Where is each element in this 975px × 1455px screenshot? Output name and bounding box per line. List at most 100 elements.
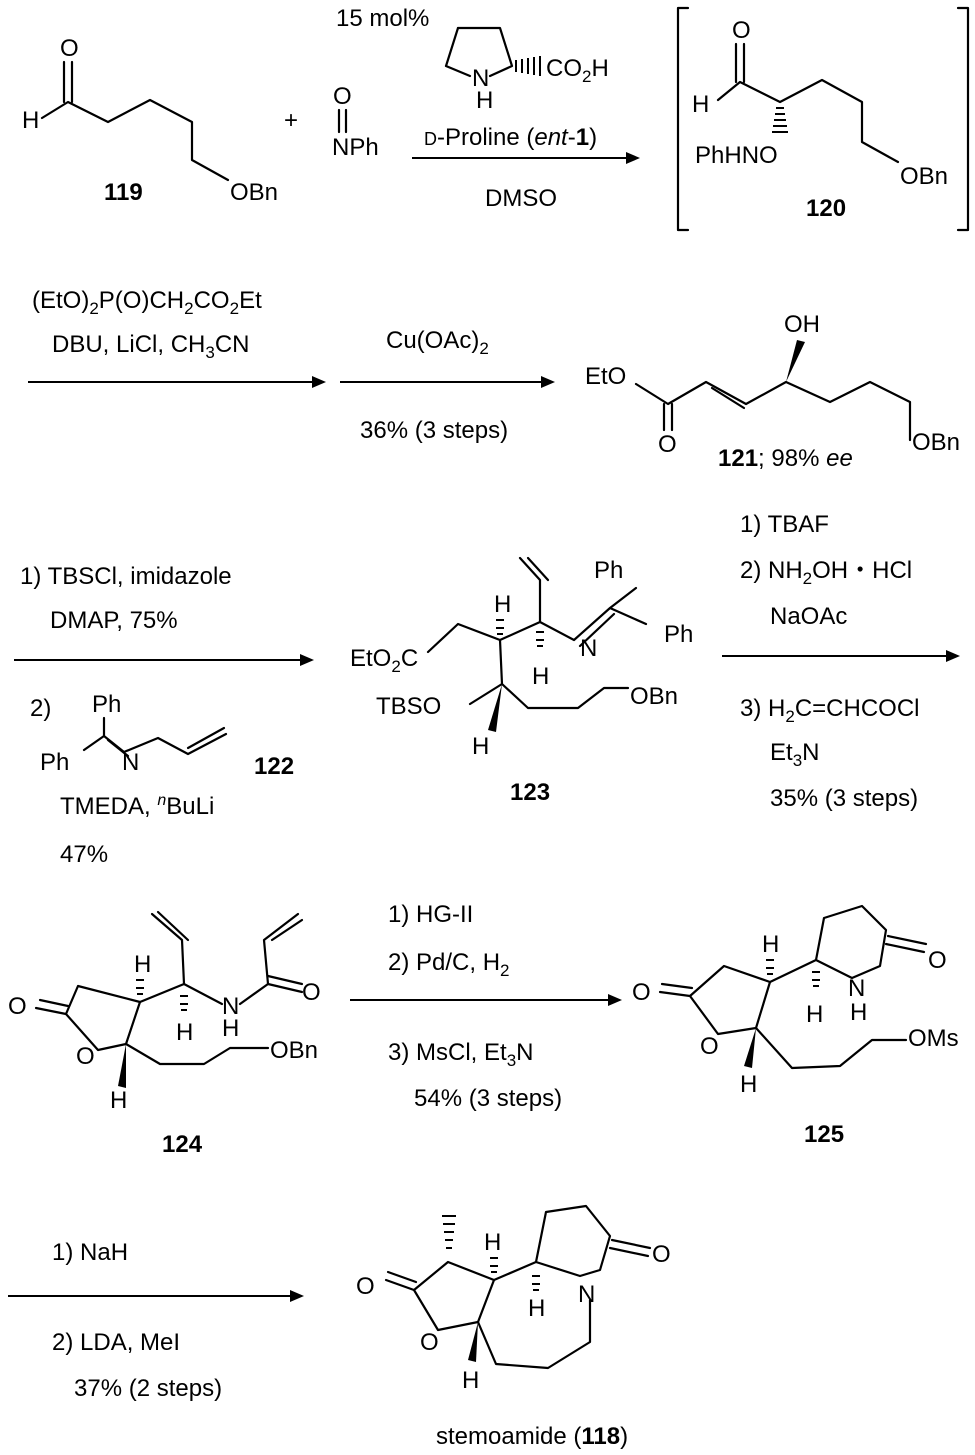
- h-label: H: [762, 931, 779, 958]
- step4-line1: 1) TBAF: [740, 511, 829, 538]
- compound-125: O O O H H H N H OMs 125: [632, 904, 959, 1148]
- step3-line2: DMAP, 75%: [50, 607, 178, 634]
- phenyl-label: Ph: [594, 557, 623, 584]
- imine-n: N: [580, 635, 597, 662]
- nitrosobenzene: O NPh: [332, 83, 379, 161]
- h-label: H: [532, 663, 549, 690]
- phhno-label: PhHNO: [695, 142, 778, 169]
- aldehyde-h: H: [22, 107, 39, 134]
- carbonyl-o: O: [8, 993, 27, 1020]
- carbonyl-o: O: [732, 17, 751, 44]
- h-label: H: [740, 1071, 757, 1098]
- step3-line4: TMEDA, nBuLi: [60, 792, 214, 820]
- step5-line2: 2) Pd/C, H2: [388, 949, 510, 980]
- d-proline-catalyst: 15 mol% CO2H N H: [336, 5, 609, 114]
- step5-line4: 54% (3 steps): [414, 1085, 562, 1112]
- tbso-label: TBSO: [376, 693, 441, 720]
- step2-reagent1: (EtO)2P(O)CH2CO2Et: [32, 287, 262, 318]
- hash-bond: [496, 619, 544, 647]
- h-label: H: [806, 1001, 823, 1028]
- hash-bond: [136, 979, 188, 1011]
- hydroxyl-label: OH: [784, 311, 820, 338]
- step2-yield: 36% (3 steps): [360, 417, 508, 444]
- obn-label: OBn: [230, 179, 278, 206]
- amide-o: O: [302, 979, 321, 1006]
- lactam-n: N: [578, 1281, 595, 1308]
- carbonyl-o: O: [632, 979, 651, 1006]
- oms-label: OMs: [908, 1025, 959, 1052]
- ethoxy-label: EtO: [585, 363, 626, 390]
- lactam-h: H: [850, 999, 867, 1026]
- step6-line3: 37% (2 steps): [74, 1375, 222, 1402]
- lactam-o: O: [652, 1241, 671, 1268]
- step6-line2: 2) LDA, MeI: [52, 1329, 180, 1356]
- carbonyl-o: O: [60, 35, 79, 62]
- step2-reagent3: Cu(OAc)2: [386, 327, 489, 358]
- compound-122-label: 122: [254, 753, 294, 780]
- compound-123: EtO2C TBSO H H H N Ph Ph OBn 123: [350, 556, 693, 806]
- lactam-o: O: [928, 947, 947, 974]
- carbonyl-o: O: [356, 1273, 375, 1300]
- compound-118-stemoamide: O O O N H H H stemoamide (118): [356, 1204, 671, 1450]
- phenyl-label: Ph: [664, 621, 693, 648]
- h-label: H: [110, 1087, 127, 1114]
- step3-line1: 1) TBSCl, imidazole: [20, 563, 232, 590]
- h-label: H: [528, 1295, 545, 1322]
- hash-bond: [766, 959, 820, 987]
- h-label: H: [462, 1367, 479, 1394]
- step4-line3: NaOAc: [770, 603, 847, 630]
- aldehyde-h: H: [692, 91, 709, 118]
- compound-121-label: 121; 98% ee: [718, 445, 853, 472]
- h-label: H: [472, 733, 489, 760]
- catalyst-n: N: [472, 65, 489, 92]
- compound-121: EtO O OH OBn 121; 98% ee: [585, 311, 960, 472]
- obn-label: OBn: [912, 429, 960, 456]
- compound-120: O H PhHNO OBn 120: [692, 17, 948, 222]
- hash-bond: [772, 107, 788, 133]
- compound-122: Ph Ph N 122: [40, 691, 294, 780]
- obn-label: OBn: [270, 1037, 318, 1064]
- plus-sign: +: [284, 107, 298, 134]
- imine-n: N: [122, 749, 139, 776]
- nitroso-nph: NPh: [332, 134, 379, 161]
- h-label: H: [176, 1019, 193, 1046]
- step4-line2: 2) NH2OH・HCl: [740, 557, 912, 588]
- compound-119-label: 119: [104, 179, 143, 206]
- h-label: H: [484, 1229, 501, 1256]
- ring-o: O: [76, 1043, 95, 1070]
- obn-label: OBn: [630, 683, 678, 710]
- amide-n: N: [222, 993, 239, 1020]
- compound-118-label: stemoamide (118): [436, 1423, 628, 1450]
- amide-h: H: [222, 1015, 239, 1042]
- step5-line1: 1) HG-II: [388, 901, 473, 928]
- ester-label: EtO2C: [350, 645, 418, 676]
- compound-124-label: 124: [162, 1131, 203, 1158]
- nitroso-o: O: [333, 83, 352, 110]
- ring-o: O: [420, 1329, 439, 1356]
- phenyl-label: Ph: [92, 691, 121, 718]
- step3-line3: 2): [30, 695, 51, 722]
- step5-line3: 3) MsCl, Et3N: [388, 1039, 534, 1070]
- compound-123-label: 123: [510, 779, 550, 806]
- obn-label: OBn: [900, 163, 948, 190]
- ring-o: O: [700, 1033, 719, 1060]
- step4-line5: Et3N: [770, 739, 820, 770]
- compound-120-label: 120: [806, 195, 846, 222]
- catalyst-loading: 15 mol%: [336, 5, 429, 32]
- carbonyl-o: O: [658, 431, 677, 458]
- phenyl-label: Ph: [40, 749, 69, 776]
- h-label: H: [134, 951, 151, 978]
- compound-119: O H OBn 119: [22, 35, 278, 206]
- catalyst-acid: CO2H: [546, 55, 609, 86]
- step6-line1: 1) NaH: [52, 1239, 128, 1266]
- hash-bond: [515, 56, 541, 76]
- step3-line5: 47%: [60, 841, 108, 868]
- hash-bond: [442, 1215, 540, 1291]
- compound-124: O O O H H H N H OBn 124: [8, 910, 321, 1158]
- step1-conditions-a: D-Proline (ent-1): [424, 124, 597, 151]
- step4-line4: 3) H2C=CHCOCl: [740, 695, 920, 726]
- step2-reagent2: DBU, LiCl, CH3CN: [52, 331, 250, 362]
- h-label: H: [494, 591, 511, 618]
- lactam-n: N: [848, 975, 865, 1002]
